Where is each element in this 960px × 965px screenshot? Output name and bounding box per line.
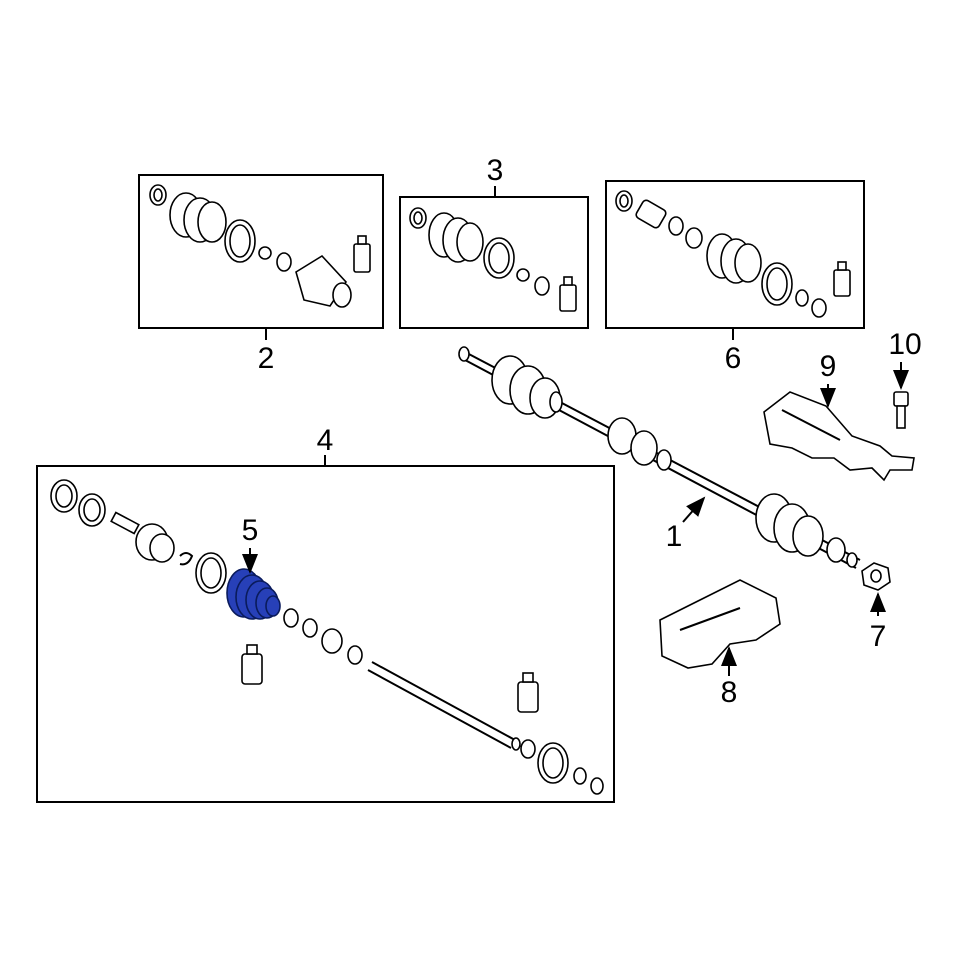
callout-8: 8: [721, 676, 738, 709]
heat-shield-9: [763, 391, 915, 482]
kit-box-6: [605, 180, 865, 340]
callout-3: 3: [487, 154, 504, 187]
cv-boot-highlighted: [226, 568, 281, 620]
callout-1: 1: [666, 520, 683, 553]
inner-boot: [456, 222, 484, 262]
kit-box-2: [138, 174, 384, 340]
grease-pack-right: [517, 681, 539, 713]
axle-outer-joint: [792, 515, 824, 557]
circlip: [179, 552, 194, 566]
cv-boot: [197, 201, 227, 243]
callout-4: 4: [317, 424, 334, 457]
axle-assembly: [458, 346, 861, 569]
callout-7: 7: [870, 620, 887, 653]
callout-9: 9: [820, 350, 837, 383]
kit-box-4: [36, 455, 615, 803]
callout-10: 10: [888, 328, 921, 361]
heat-shield-8: [659, 579, 781, 669]
grease-pack-left: [241, 653, 263, 685]
grease-pack: [353, 243, 371, 273]
callout-2: 2: [258, 342, 275, 375]
bolt: [893, 391, 909, 407]
callout-6: 6: [725, 342, 742, 375]
kit-box-3: [399, 186, 589, 329]
callout-5: 5: [242, 514, 259, 547]
cage-bearing: [258, 246, 272, 260]
